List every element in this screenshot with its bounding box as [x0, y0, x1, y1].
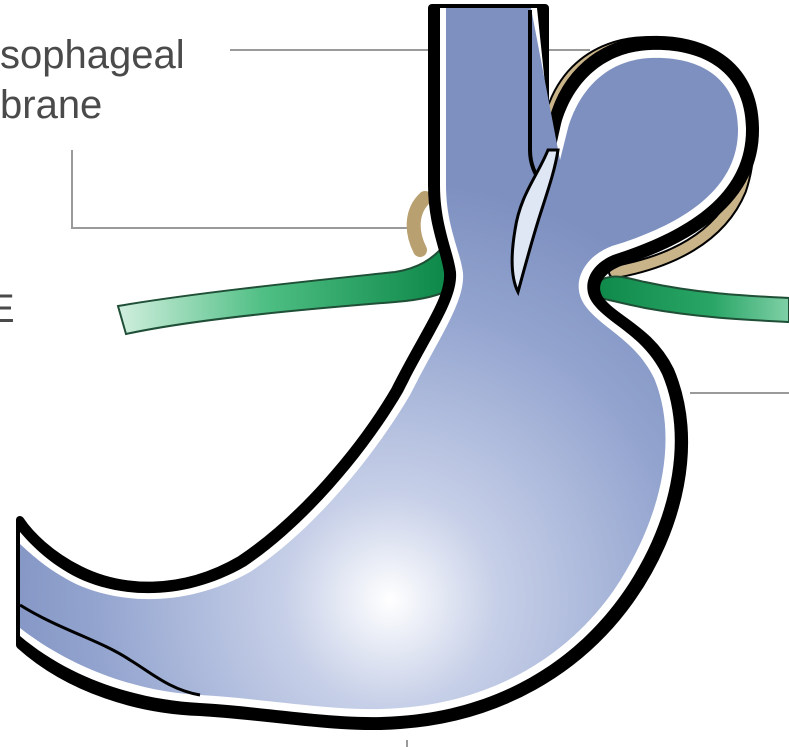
- diaphragm-left: [118, 250, 452, 334]
- membrane-bracket-line: [72, 150, 420, 228]
- label-membrane-line2: brane: [0, 83, 102, 127]
- labels: sophageal brane E: [0, 33, 185, 331]
- stomach: [20, 8, 755, 726]
- label-membrane-line1: sophageal: [0, 33, 185, 77]
- label-diaphragm-fragment: E: [0, 287, 15, 331]
- diaphragm-right: [598, 277, 789, 322]
- membrane-lower: [414, 198, 425, 250]
